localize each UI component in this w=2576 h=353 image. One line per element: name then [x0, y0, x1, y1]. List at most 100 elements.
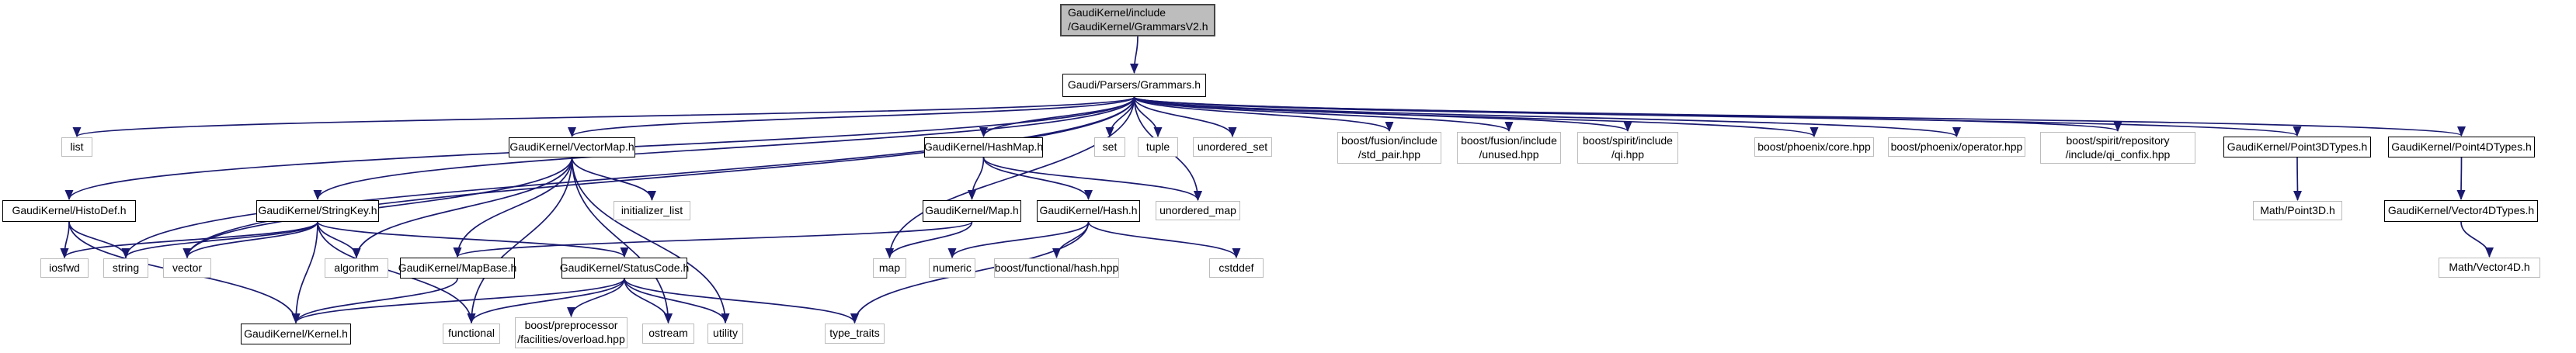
node-label: GaudiKernel/include /GaudiKernel/Grammar… — [1068, 6, 1208, 33]
edge-hashmap-hash_h — [982, 157, 1093, 200]
edge-vectormap-utility — [571, 157, 730, 324]
node-phoenix-operator: boost/phoenix/operator.hpp — [1888, 137, 2025, 157]
node-label: GaudiKernel/Vector4DTypes.h — [2387, 204, 2535, 217]
edge-grammars-unused — [1133, 96, 1514, 132]
edge-vectormap-mapbase — [453, 157, 573, 258]
node-type-traits: type_traits — [825, 324, 885, 344]
node-iosfwd: iosfwd — [40, 258, 89, 278]
edge-vectormap-initializer_list — [571, 157, 656, 201]
node-label: boost/spirit/repository /include/qi_conf… — [2065, 133, 2171, 161]
node-initializer-list: initializer_list — [614, 201, 690, 220]
node-label: type_traits — [829, 327, 880, 340]
node-unordered-map: unordered_map — [1156, 201, 1240, 220]
edge-grammars-map_std — [885, 96, 1135, 258]
node-label: boost/spirit/include /qi.hpp — [1583, 133, 1673, 161]
node-label: utility — [713, 327, 738, 340]
node-label: set — [1102, 140, 1118, 153]
node-label: iosfwd — [49, 261, 80, 274]
edge-hashmap-map_h — [968, 157, 985, 200]
node-label: GaudiKernel/StatusCode.h — [559, 261, 690, 274]
node-unused: boost/fusion/include /unused.hpp — [1457, 132, 1561, 164]
edge-statuscode-ostream — [624, 278, 673, 324]
node-label: GaudiKernel/StringKey.h — [258, 204, 377, 217]
node-qi: boost/spirit/include /qi.hpp — [1577, 132, 1678, 164]
node-tuple: tuple — [1138, 137, 1178, 157]
node-label: boost/preprocessor /facilities/overload.… — [517, 319, 625, 345]
node-label: string — [112, 261, 140, 274]
node-phoenix-core: boost/phoenix/core.hpp — [1754, 137, 1874, 157]
edge-vectormap-functional — [467, 157, 573, 324]
node-label: GaudiKernel/VectorMap.h — [509, 140, 634, 154]
edge-grammars-vector — [183, 96, 1135, 258]
node-hash-h[interactable]: GaudiKernel/Hash.h — [1037, 200, 1140, 222]
node-stringkey[interactable]: GaudiKernel/StringKey.h — [256, 200, 379, 222]
node-label: GaudiKernel/Map.h — [925, 204, 1019, 217]
node-point3d-types[interactable]: GaudiKernel/Point3DTypes.h — [2223, 137, 2371, 157]
node-label: boost/fusion/include /std_pair.hpp — [1341, 133, 1437, 161]
node-label: map — [878, 261, 901, 274]
node-mapbase[interactable]: GaudiKernel/MapBase.h — [398, 258, 517, 279]
node-grammars[interactable]: Gaudi/Parsers/Grammars.h — [1062, 74, 1206, 97]
node-label: tuple — [1145, 140, 1170, 153]
node-label: numeric — [933, 261, 972, 274]
node-label: unordered_set — [1197, 140, 1268, 153]
node-label: unordered_map — [1159, 203, 1236, 216]
edge-grammars-vectormap — [568, 96, 1135, 137]
node-kernel[interactable]: GaudiKernel/Kernel.h — [241, 324, 351, 344]
node-vector4d-types[interactable]: GaudiKernel/Vector4DTypes.h — [2384, 200, 2538, 222]
edge-stringkey-vector — [183, 221, 318, 258]
node-label: list — [70, 140, 84, 153]
node-label: vector — [172, 261, 203, 274]
edge-grammars-stringkey — [313, 96, 1135, 200]
edge-grammars-string — [121, 96, 1135, 258]
node-label: boost/phoenix/core.hpp — [1757, 140, 1871, 153]
edge-statuscode-functional — [467, 278, 625, 324]
node-algorithm: algorithm — [325, 258, 388, 278]
edge-hashmap-unordered_map — [982, 157, 1202, 201]
edge-stringkey-statuscode — [317, 221, 629, 258]
node-hashmap[interactable]: GaudiKernel/HashMap.h — [924, 137, 1043, 157]
edge-statuscode-overload — [567, 278, 625, 317]
edge-grammars-unordered_set — [1133, 96, 1237, 137]
node-label: algorithm — [334, 261, 379, 274]
node-map-h[interactable]: GaudiKernel/Map.h — [923, 200, 1021, 222]
node-math-point3d: Math/Point3D.h — [2253, 201, 2342, 220]
node-label: functional — [448, 327, 495, 340]
node-ostream: ostream — [642, 324, 694, 344]
edge-statuscode-kernel — [291, 278, 625, 324]
edge-stringkey-iosfwd — [60, 221, 318, 258]
node-label: GaudiKernel/Point3DTypes.h — [2227, 140, 2368, 153]
node-overload: boost/preprocessor /facilities/overload.… — [515, 317, 627, 348]
node-utility: utility — [707, 324, 743, 344]
edge-stringkey-functional — [317, 221, 476, 324]
edge-statuscode-utility — [624, 278, 730, 324]
node-label: GaudiKernel/MapBase.h — [398, 261, 517, 274]
edge-statuscode-type_traits — [624, 278, 859, 324]
edge-stringkey-algorithm — [317, 221, 361, 258]
node-cstddef: cstddef — [1209, 258, 1264, 278]
node-math-vector4d: Math/Vector4D.h — [2439, 258, 2540, 278]
node-functional: functional — [443, 324, 500, 344]
edge-point4d_types-vector4d_types — [2456, 157, 2466, 200]
node-label: Math/Vector4D.h — [2449, 261, 2530, 274]
node-qi-confix: boost/spirit/repository /include/qi_conf… — [2040, 132, 2195, 164]
edge-grammars-list — [73, 96, 1135, 137]
edge-point3d_types-math_point3d — [2293, 157, 2302, 201]
node-vectormap[interactable]: GaudiKernel/VectorMap.h — [509, 137, 635, 157]
node-set: set — [1094, 137, 1125, 157]
edge-mapbase-kernel — [291, 278, 458, 324]
edge-vectormap-ostream — [571, 157, 673, 324]
node-label: ostream — [648, 327, 688, 340]
node-point4d-types[interactable]: GaudiKernel/Point4DTypes.h — [2388, 137, 2535, 157]
node-label: GaudiKernel/HashMap.h — [923, 140, 1044, 154]
node-map-std: map — [873, 258, 906, 278]
node-statuscode[interactable]: GaudiKernel/StatusCode.h — [559, 258, 690, 279]
node-numeric: numeric — [929, 258, 975, 278]
edge-map_h-map_std — [885, 221, 973, 258]
edge-grammars-point3d_types — [1133, 96, 2301, 137]
edge-stringkey-kernel — [291, 221, 318, 324]
node-histodef[interactable]: GaudiKernel/HistoDef.h — [2, 200, 136, 222]
node-root: GaudiKernel/include /GaudiKernel/Grammar… — [1060, 4, 1215, 36]
